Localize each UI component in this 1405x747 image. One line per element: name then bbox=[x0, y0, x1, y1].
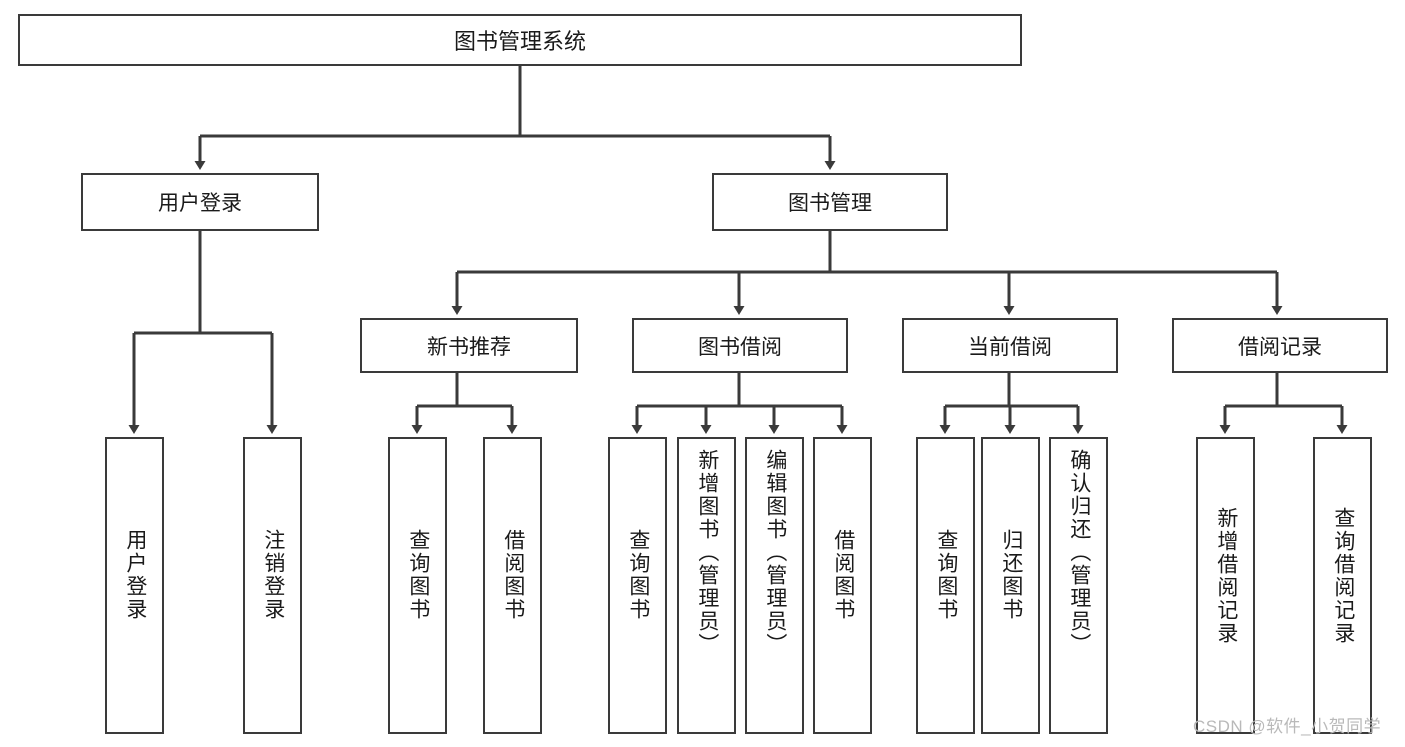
csdn-watermark: CSDN @软件_小贺同学 bbox=[1193, 717, 1382, 736]
leaf-user-login-signin[interactable]: 用户登录 bbox=[105, 437, 164, 734]
node-root-system[interactable]: 图书管理系统 bbox=[18, 14, 1022, 66]
leaf-label: 查询图书 bbox=[406, 529, 430, 621]
leaf-label: 借阅图书 bbox=[501, 529, 525, 621]
leaf-record-query-record[interactable]: 查询借阅记录 bbox=[1313, 437, 1372, 734]
leaf-label: 编辑图书（管理员） bbox=[763, 449, 787, 656]
leaf-record-add-record[interactable]: 新增借阅记录 bbox=[1196, 437, 1255, 734]
leaf-label: 新增图书（管理员） bbox=[695, 449, 719, 656]
leaf-label: 确认归还（管理员） bbox=[1067, 449, 1091, 656]
node-label: 新书推荐 bbox=[427, 335, 511, 359]
leaf-recommend-borrow-book[interactable]: 借阅图书 bbox=[483, 437, 542, 734]
node-new-book-recommend[interactable]: 新书推荐 bbox=[360, 318, 578, 373]
leaf-user-login-signout[interactable]: 注销登录 bbox=[243, 437, 302, 734]
leaf-label: 注销登录 bbox=[261, 529, 285, 621]
leaf-borrow-query-book[interactable]: 查询图书 bbox=[608, 437, 667, 734]
node-book-management[interactable]: 图书管理 bbox=[712, 173, 948, 231]
leaf-borrow-add-book-admin[interactable]: 新增图书（管理员） bbox=[677, 437, 736, 734]
node-label: 图书借阅 bbox=[698, 335, 782, 359]
leaf-borrow-edit-book-admin[interactable]: 编辑图书（管理员） bbox=[745, 437, 804, 734]
leaf-label: 查询图书 bbox=[934, 529, 958, 621]
node-current-borrow[interactable]: 当前借阅 bbox=[902, 318, 1118, 373]
leaf-label: 查询借阅记录 bbox=[1331, 507, 1355, 645]
leaf-current-return-book[interactable]: 归还图书 bbox=[981, 437, 1040, 734]
leaf-recommend-query-book[interactable]: 查询图书 bbox=[388, 437, 447, 734]
node-user-login[interactable]: 用户登录 bbox=[81, 173, 319, 231]
leaf-current-query-book[interactable]: 查询图书 bbox=[916, 437, 975, 734]
leaf-current-confirm-return-admin[interactable]: 确认归还（管理员） bbox=[1049, 437, 1108, 734]
node-label: 借阅记录 bbox=[1238, 335, 1322, 359]
leaf-label: 用户登录 bbox=[123, 529, 147, 621]
node-book-borrow[interactable]: 图书借阅 bbox=[632, 318, 848, 373]
node-label: 用户登录 bbox=[158, 192, 242, 215]
leaf-borrow-borrow-book[interactable]: 借阅图书 bbox=[813, 437, 872, 734]
leaf-label: 借阅图书 bbox=[831, 529, 855, 621]
leaf-label: 新增借阅记录 bbox=[1214, 507, 1238, 645]
node-label: 图书管理 bbox=[788, 192, 872, 215]
node-label: 当前借阅 bbox=[968, 335, 1052, 359]
leaf-label: 查询图书 bbox=[626, 529, 650, 621]
node-borrow-record[interactable]: 借阅记录 bbox=[1172, 318, 1388, 373]
leaf-label: 归还图书 bbox=[999, 529, 1023, 621]
node-label: 图书管理系统 bbox=[453, 29, 586, 54]
